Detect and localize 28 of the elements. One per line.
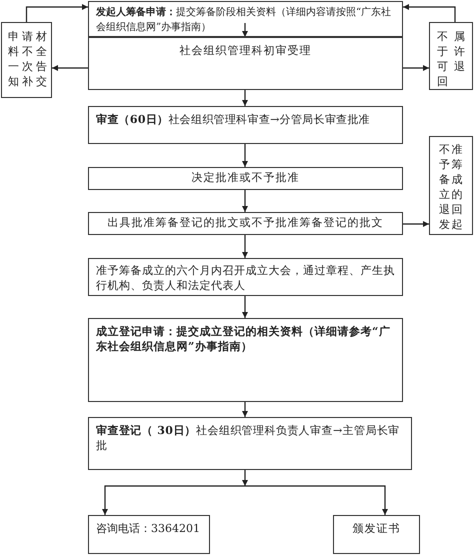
process-box: 咨询电话：3364201 [88,515,210,554]
arrow [403,221,429,227]
arrow [26,4,88,22]
arrow [245,485,388,515]
arrow [242,470,248,486]
arrow [242,402,248,417]
process-box: 审查（60日）社会组织管理科审查→分管局长审查批准 [88,106,403,144]
arrow [242,296,248,318]
arrow [242,23,248,37]
process-box: 决定批准或不予批准 [88,167,403,190]
process-box: 成立登记申请：提交成立登记的相关资料（详细请参考“广东社会组织信息网”办事指南） [88,318,403,402]
process-box: 出具批准筹备登记的批文或不予批准筹备登记的批文 [88,212,403,235]
note-box: 申请材料不全一次告知补交 [1,22,52,98]
process-box: 审查登记（ 30日）社会组织管理科负责人审查→主管局长审批 [88,417,412,470]
arrow [242,144,248,167]
process-box: 社会组织管理科初审受理 [88,37,403,90]
arrow [52,65,88,71]
arrow [403,4,456,22]
arrow [242,235,248,258]
arrow [102,485,245,515]
note-box: 不属于许可退回 [429,22,473,90]
arrow [242,90,248,106]
process-box: 准予筹备成立的六个月内召开成立大会，通过章程、产生执行机构、负责人和法定代表人 [88,258,403,296]
arrow [242,190,248,212]
process-box: 发起人筹备申请：提交筹备阶段相关资料（详细内容请按照“广东社会组织信息网”办事指南） [88,1,403,37]
arrow [403,65,429,71]
process-box: 颁发证书 [333,515,420,554]
note-box: 不准予筹备成立的退回发起 [429,136,473,235]
